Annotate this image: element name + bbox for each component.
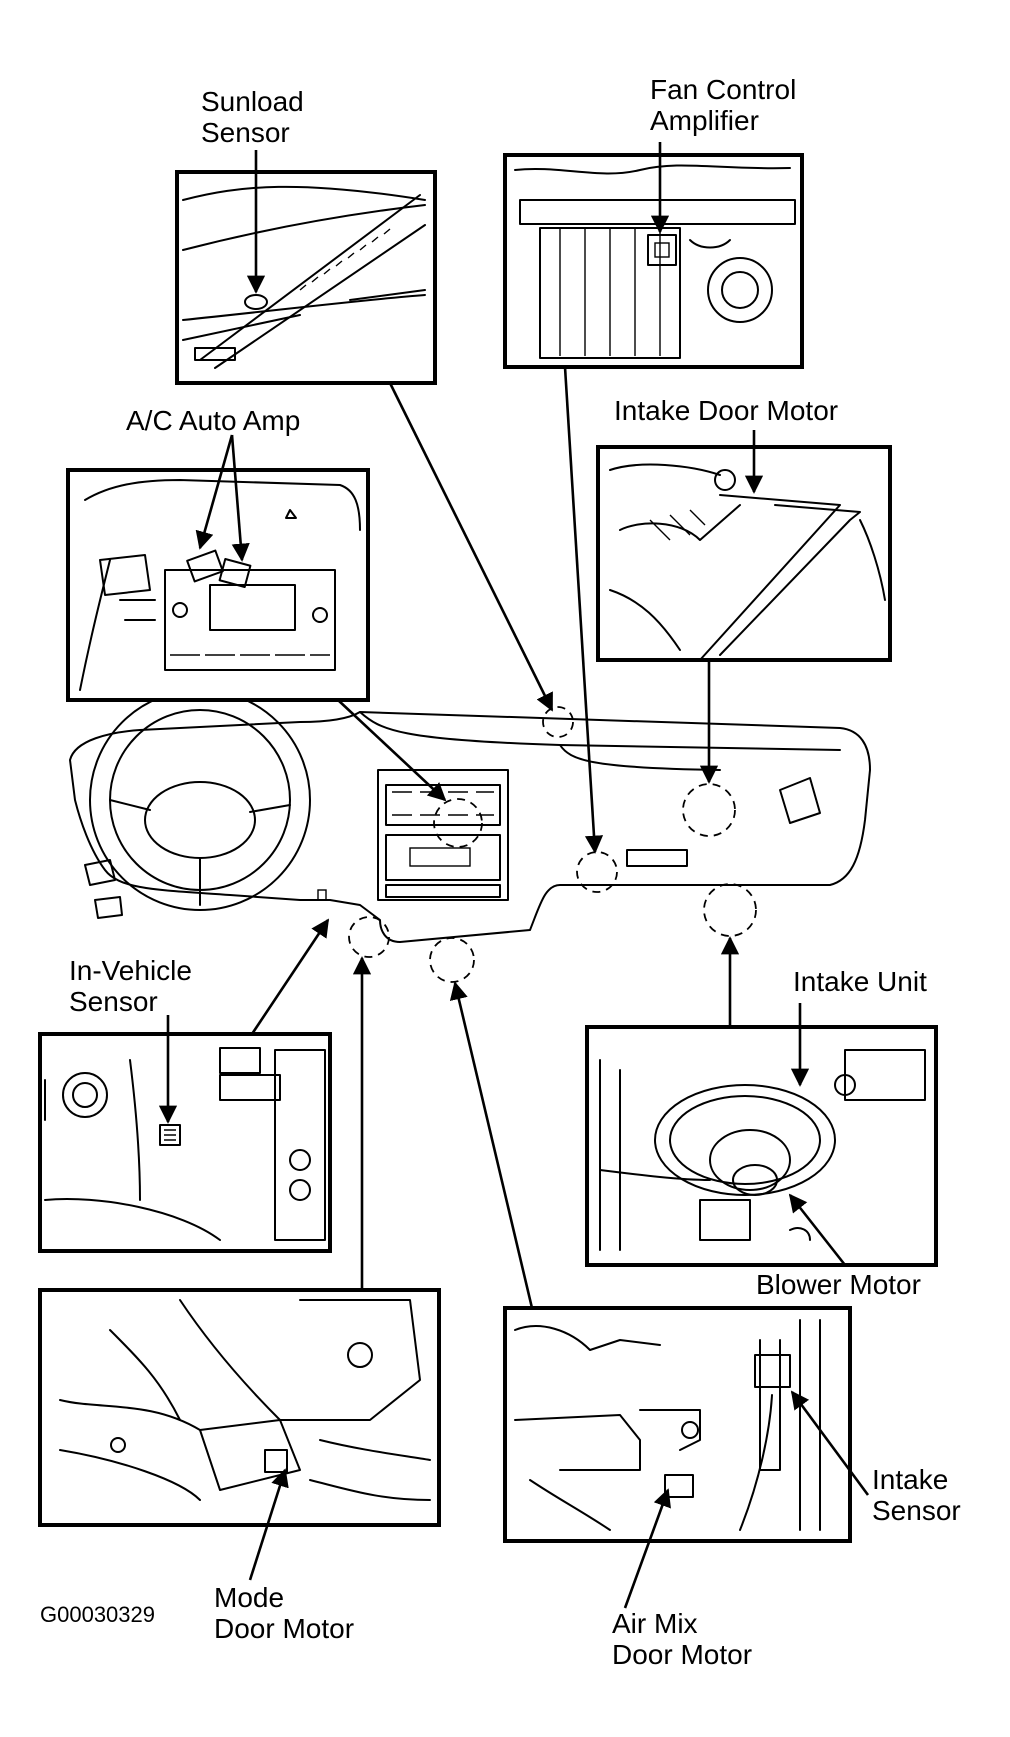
component-arrows [158,142,870,1609]
intake-unit-label: Intake Unit [793,966,927,997]
mode-door-motor-detail [38,1288,441,1527]
sunload-sensor-detail [175,170,437,385]
fan-amp-location [576,851,618,893]
fan-control-amplifier-detail [503,153,804,369]
ac-auto-amp-label: A/C Auto Amp [126,405,301,436]
intake-door-motor-label: Intake Door Motor [614,395,839,426]
blower-motor-label: Blower Motor [756,1269,921,1300]
mode-door-location [348,916,390,958]
figure-code: G00030329 [40,1602,155,1627]
air-mix-location [429,937,475,983]
leader-lines [250,366,740,1309]
dashboard-drawing [69,689,871,943]
intake-unit-location [703,883,757,937]
sunload-location [542,706,574,738]
intake-unit-detail [585,1025,938,1267]
ac-amp-location [433,798,483,848]
intake-door-location [682,783,736,837]
air-mix-door-motor-detail [503,1306,852,1543]
ac-auto-amp-detail [66,468,370,702]
in-vehicle-sensor-detail [38,1032,332,1253]
intake-door-motor-detail [596,445,892,662]
